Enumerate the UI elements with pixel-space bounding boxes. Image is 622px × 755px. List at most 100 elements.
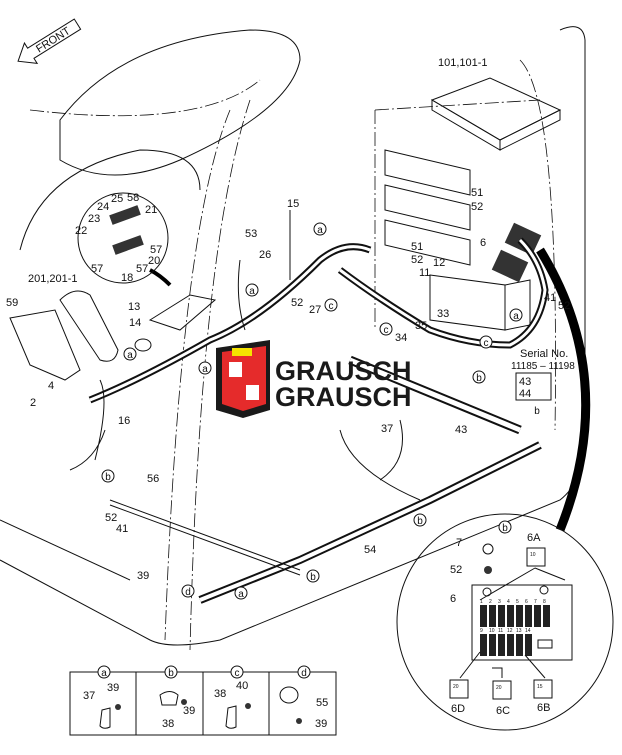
label-52: 52 [105, 512, 117, 524]
svg-text:b: b [417, 516, 423, 527]
label-53: 53 [245, 228, 257, 240]
serial-title: Serial No. [520, 348, 568, 360]
label-7: 7 [456, 537, 462, 549]
label-33: 33 [437, 308, 449, 320]
label-52: 52 [411, 254, 423, 266]
svg-text:d: d [301, 668, 307, 679]
grausch-watermark: GRAUSCH GRAUSCH [216, 340, 412, 418]
label-4: 4 [48, 380, 54, 392]
label-14: 14 [129, 317, 141, 329]
label-51: 51 [411, 241, 423, 253]
legend-key-d: d [297, 665, 311, 679]
label-25: 25 [111, 193, 123, 205]
legend-key-b: b [164, 665, 178, 679]
legend-part: 55 [316, 697, 328, 709]
label-51: 51 [471, 187, 483, 199]
label-41: 41 [116, 523, 128, 535]
fuse-num: 9 [480, 628, 483, 634]
label-34: 34 [395, 332, 407, 344]
label-54: 54 [364, 544, 376, 556]
svg-text:a: a [513, 311, 519, 322]
label-6D: 6D [451, 703, 465, 715]
label-6: 6 [480, 237, 486, 249]
fuse-row-bottom: 9 10 11 12 13 14 [480, 628, 553, 656]
label-12: 12 [433, 257, 445, 269]
svg-text:c: c [329, 301, 334, 312]
label-39: 39 [137, 570, 149, 582]
fuse-num: 3 [498, 599, 501, 605]
label-15: 15 [287, 198, 299, 210]
legend-part: 39 [183, 705, 195, 717]
callout-a: a [198, 361, 212, 375]
label-35: 35 [415, 320, 427, 332]
legend-part: 40 [236, 680, 248, 692]
part-labels: 101,101-1 51 52 15 53 26 52 27 24 25 58 … [6, 57, 570, 717]
switch-inset [77, 192, 169, 284]
label-43: 43 [519, 376, 531, 388]
callout-b-text: b [534, 406, 540, 417]
fuse-num: 2 [489, 599, 492, 605]
label-43: 43 [455, 424, 467, 436]
fuse-rating: 20 [453, 684, 459, 690]
svg-text:a: a [127, 350, 133, 361]
legend-part: 37 [83, 690, 95, 702]
label-6B: 6B [537, 702, 550, 714]
label-11: 11 [419, 267, 430, 279]
clamp-legend: a b c d 37 39 38 39 38 40 55 39 [69, 665, 337, 736]
monitor-and-cover [9, 290, 119, 381]
legend-part: 38 [214, 688, 226, 700]
callouts: a a a a a a c c c b b b b b d b [101, 222, 540, 600]
callout-b: b [101, 469, 115, 483]
fuse-num: 1 [480, 599, 483, 605]
fuse-num: 14 [525, 628, 531, 634]
fuse-num: 10 [489, 628, 495, 634]
front-arrow: FRONT [17, 18, 82, 65]
label-16: 16 [118, 415, 130, 427]
fuse-num: 12 [507, 628, 513, 634]
switch-panel [134, 268, 217, 352]
label-24: 24 [97, 201, 109, 213]
label-101: 101,101-1 [438, 57, 488, 69]
label-58: 58 [127, 192, 139, 204]
callout-c: c [379, 322, 393, 336]
wire-harness [0, 0, 591, 604]
legend-part: 39 [315, 718, 327, 730]
label-52: 52 [471, 201, 483, 213]
callout-b: b [306, 569, 320, 583]
label-6C: 6C [496, 705, 510, 717]
label-27: 27 [309, 304, 321, 316]
fuse-num: 6 [525, 599, 528, 605]
label-18: 18 [121, 272, 133, 284]
svg-text:a: a [249, 286, 255, 297]
label-56: 56 [147, 473, 159, 485]
label-57: 57 [150, 244, 162, 256]
label-23: 23 [88, 213, 100, 225]
watermark-line2: GRAUSCH [275, 382, 412, 412]
label-37: 37 [381, 423, 393, 435]
label-41: 41 [544, 292, 556, 304]
fuse-num: 11 [498, 628, 503, 634]
callout-a: a [313, 222, 327, 236]
fuse-num: 7 [534, 599, 537, 605]
cab-outline [0, 26, 586, 651]
fuse-num: 5 [516, 599, 519, 605]
label-57: 57 [91, 263, 103, 275]
svg-text:a: a [317, 225, 323, 236]
svg-text:b: b [502, 523, 508, 534]
legend-key-a: a [97, 665, 111, 679]
fuse-rating: 20 [496, 685, 502, 691]
callout-d: d [181, 584, 195, 598]
svg-text:c: c [235, 668, 240, 679]
fuse-num: 13 [516, 628, 522, 634]
label-59: 59 [6, 297, 18, 309]
fuse-inset: 1 2 3 4 5 6 7 8 9 10 11 12 13 14 10 20 2… [396, 513, 614, 731]
spare-fuses: 10 20 20 1 5 [449, 547, 566, 700]
label-57: 57 [136, 263, 148, 275]
svg-text:a: a [238, 589, 244, 600]
legend-key-c: c [230, 665, 244, 679]
label-22: 22 [75, 225, 87, 237]
label-2: 2 [30, 397, 36, 409]
svg-text:a: a [101, 668, 107, 679]
callout-c: c [324, 298, 338, 312]
